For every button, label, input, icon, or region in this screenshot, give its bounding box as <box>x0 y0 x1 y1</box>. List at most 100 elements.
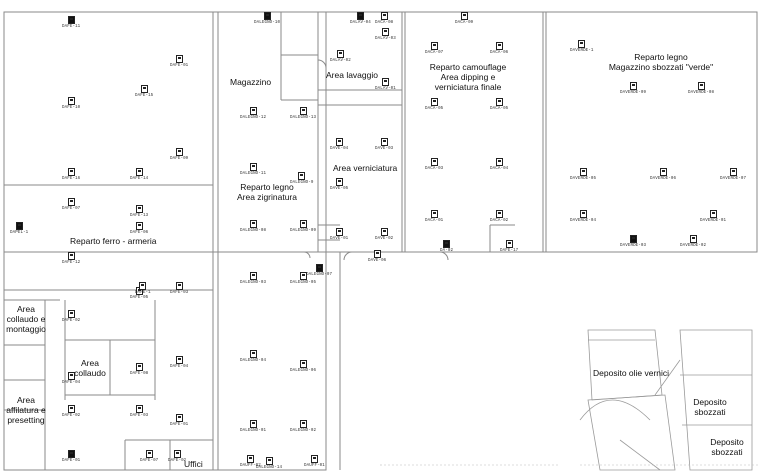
detector-icon <box>299 107 307 115</box>
device-code: DAFE-02 <box>168 459 187 463</box>
device-marker: DALEGNO-03 <box>240 272 266 285</box>
device-code: DAVE-04 <box>330 147 349 151</box>
device-marker: DAUFF-01 <box>304 455 325 468</box>
area-label-verniciatura: Area verniciatura <box>333 163 398 173</box>
device-code: DAFE-11 <box>62 25 81 29</box>
device-marker: DAFE-06 <box>130 222 148 235</box>
detector-icon <box>629 235 637 243</box>
area-label-magazzino-sbozzati: Reparto legno Magazzino sbozzati "verde" <box>608 52 714 72</box>
device-marker: DACA-05 <box>490 98 508 111</box>
device-marker: DALEGNO-10 <box>254 12 280 25</box>
device-marker: DAFE-12 <box>62 252 80 265</box>
device-code: DAFE-05 <box>130 296 149 300</box>
device-marker: DAFE-15 <box>135 85 153 98</box>
detector-icon <box>145 450 153 458</box>
device-marker: DACA-05 <box>425 98 443 111</box>
device-code: DAFE-01 <box>170 423 189 427</box>
device-code: DACA-09 <box>455 21 474 25</box>
device-code: DAFE-02 <box>62 319 81 323</box>
device-marker: DAVERDE-04 <box>570 210 596 223</box>
device-marker: DACA-08 <box>375 12 393 25</box>
device-marker: DACA-09 <box>455 12 473 25</box>
device-marker: DAFE-07 <box>140 450 158 463</box>
device-marker: DACA-07 <box>425 42 443 55</box>
device-marker: DALEGNO-02 <box>290 420 316 433</box>
device-marker: DALEGNO-04 <box>240 350 266 363</box>
device-code: DALEGNO-9 <box>290 181 314 185</box>
detector-icon <box>265 457 273 465</box>
device-marker: DACA-01 <box>425 210 443 223</box>
device-marker: DAFE-09 <box>170 148 188 161</box>
detector-icon <box>335 228 343 236</box>
detector-icon <box>135 405 143 413</box>
device-code: DAVERDE-06 <box>650 177 677 181</box>
detector-icon <box>67 168 75 176</box>
area-label-uffici: Uffici <box>184 459 203 469</box>
device-marker: DAVERDE-01 <box>700 210 726 223</box>
device-marker: DAFE-14 <box>130 168 148 181</box>
device-marker: DAVERDE-02 <box>680 235 706 248</box>
detector-icon <box>249 420 257 428</box>
device-marker: DALAV-03 <box>375 28 396 41</box>
device-marker: DAFE-02 <box>62 405 80 418</box>
detector-icon <box>299 272 307 280</box>
device-marker: DALEGNO-13 <box>290 107 316 120</box>
device-code: DAFE-07 <box>62 207 81 211</box>
device-code: DALAV-04 <box>350 21 371 25</box>
detector-icon <box>430 42 438 50</box>
device-marker: DAVERDE-05 <box>570 168 596 181</box>
device-marker: DAVE-03 <box>375 138 393 151</box>
detector-icon <box>139 282 147 290</box>
device-code: DAFE-17 <box>500 249 519 253</box>
device-marker: DAUFF-02 <box>240 455 261 468</box>
device-code: DAFE-15 <box>135 94 154 98</box>
detector-icon <box>67 252 75 260</box>
device-code: DAVERDE-04 <box>570 219 597 223</box>
detector-icon <box>495 42 503 50</box>
detector-icon <box>430 210 438 218</box>
detector-icon <box>729 168 737 176</box>
device-marker: DAVERDE-06 <box>650 168 676 181</box>
device-code: DALAV-03 <box>375 37 396 41</box>
device-code: DALEGNO-07 <box>306 273 333 277</box>
device-code: DAFE-08 <box>130 372 149 376</box>
device-code: DAFE-03 <box>170 291 189 295</box>
device-code: DAFE-01 <box>62 459 81 463</box>
device-marker: DAVERDE-03 <box>620 235 646 248</box>
detector-icon <box>67 310 75 318</box>
detector-icon <box>67 16 75 24</box>
device-code: DAFE-04 <box>170 365 189 369</box>
device-code: DALEGNO-03 <box>240 281 267 285</box>
device-marker: DAFE-08 <box>130 363 148 376</box>
device-marker: DACA-03 <box>425 158 443 171</box>
device-marker: DAFE-07 <box>62 198 80 211</box>
device-marker: DAFE-03 <box>170 282 188 295</box>
device-code: DALEGNO-12 <box>240 116 267 120</box>
detector-icon <box>67 198 75 206</box>
device-code: DAFE-13 <box>130 214 149 218</box>
device-code: DAVERDE-05 <box>570 177 597 181</box>
detector-icon <box>697 82 705 90</box>
area-label-lavaggio: Area lavaggio <box>326 70 378 80</box>
device-code: DAFE-10 <box>62 106 81 110</box>
device-marker: DAFE-16 <box>62 168 80 181</box>
detector-icon <box>175 282 183 290</box>
device-marker: DA-02 <box>440 240 453 253</box>
device-marker: DAVE-01 <box>330 228 348 241</box>
area-label-reparto-ferro: Reparto ferro - armeria <box>70 236 157 246</box>
device-marker: DAFE-04 <box>62 372 80 385</box>
device-code: DAVERDE-01 <box>700 219 727 223</box>
area-label-zigrinatura: Reparto legno Area zigrinatura <box>236 182 297 202</box>
area-label-camouflage: Reparto camouflage Area dipping e vernic… <box>429 62 507 92</box>
device-marker: DALEGNO-9 <box>290 172 314 185</box>
device-code: DALEGNO-13 <box>290 116 317 120</box>
detector-icon <box>249 107 257 115</box>
device-code: DALEGNO-04 <box>240 359 267 363</box>
device-code: DALEGNO-08 <box>240 229 267 233</box>
device-code: DACA-08 <box>375 21 394 25</box>
device-marker: DAVERDE-1 <box>570 40 594 53</box>
device-marker: DAVE-02 <box>375 228 393 241</box>
device-code: DACA-06 <box>490 51 509 55</box>
detector-icon <box>579 210 587 218</box>
